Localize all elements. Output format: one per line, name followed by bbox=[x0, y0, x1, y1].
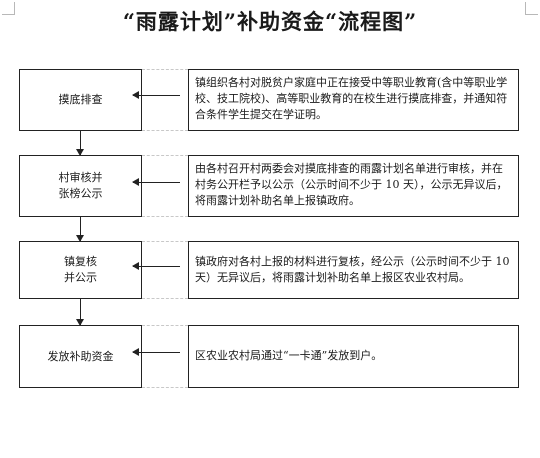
step-description-box: 由各村召开村两委会对摸底排查的雨露计划名单进行审核，并在村务公开栏予以公示（公示… bbox=[188, 155, 519, 217]
left-arrow bbox=[132, 91, 180, 99]
left-arrow bbox=[132, 262, 180, 270]
connector-dashed-line bbox=[142, 241, 188, 242]
step-label-line: 镇复核 bbox=[64, 255, 97, 268]
left-arrow bbox=[132, 348, 180, 356]
step-description-text: 区农业农村局通过“一卡通”发放到户。 bbox=[195, 349, 383, 362]
down-arrow bbox=[76, 299, 84, 326]
page-corner-mark-left bbox=[2, 2, 15, 15]
step-label-line: 摸底排查 bbox=[58, 93, 103, 106]
connector-dashed-line bbox=[142, 155, 188, 156]
diagram-title: “雨露计划”补助资金“流程图” bbox=[122, 9, 418, 34]
step-box-disburse-funds: 发放补助资金 bbox=[19, 325, 142, 388]
step-box-screening: 摸底排查 bbox=[19, 69, 142, 131]
step-label-line: 村审核并 bbox=[58, 171, 103, 184]
connector-dashed-line bbox=[142, 130, 188, 131]
step-label-line: 并公示 bbox=[64, 271, 97, 284]
step-box-town-review: 镇复核 并公示 bbox=[19, 241, 142, 299]
step-description-box: 区农业农村局通过“一卡通”发放到户。 bbox=[188, 325, 519, 388]
connector-dashed-line bbox=[142, 325, 188, 326]
step-description-text: 镇政府对各村上报的材料进行复核，经公示（公示时间不少于 10 天）无异议后，将雨… bbox=[195, 255, 510, 284]
connector-dashed-line bbox=[142, 298, 188, 299]
step-description-box: 镇政府对各村上报的材料进行复核，经公示（公示时间不少于 10 天）无异议后，将雨… bbox=[188, 241, 519, 299]
connector-dashed-line bbox=[142, 387, 188, 388]
step-label-line: 张榜公示 bbox=[58, 187, 103, 200]
step-description-text: 由各村召开村两委会对摸底排查的雨露计划名单进行审核，并在村务公开栏予以公示（公示… bbox=[195, 162, 508, 207]
down-arrow bbox=[76, 217, 84, 242]
step-box-village-review: 村审核并 张榜公示 bbox=[19, 155, 142, 217]
step-label-line: 发放补助资金 bbox=[47, 349, 114, 363]
step-description-text: 镇组织各村对脱贫户家庭中正在接受中等职业教育(含中等职业学校、技工院校)、高等职… bbox=[195, 76, 508, 121]
step-description-box: 镇组织各村对脱贫户家庭中正在接受中等职业教育(含中等职业学校、技工院校)、高等职… bbox=[188, 69, 519, 131]
left-arrow bbox=[132, 178, 180, 186]
connector-dashed-line bbox=[142, 69, 188, 70]
connector-dashed-line bbox=[142, 216, 188, 217]
down-arrow bbox=[76, 131, 84, 156]
page-corner-mark-right bbox=[525, 2, 538, 15]
